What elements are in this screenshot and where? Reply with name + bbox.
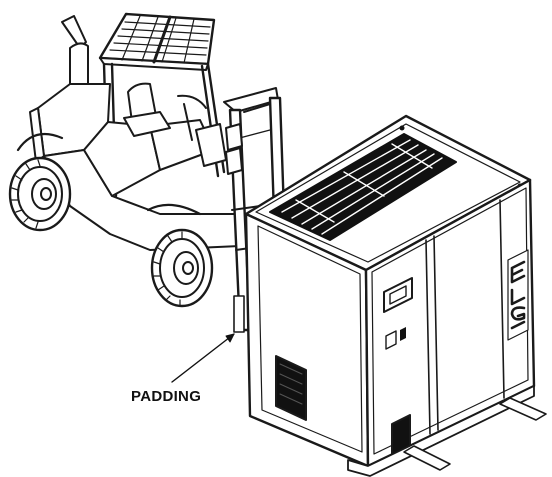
control-display <box>383 277 413 350</box>
fork-padding <box>233 295 245 333</box>
side-panel-dividers <box>425 199 505 435</box>
forklift-mast <box>223 87 286 332</box>
front-wheel <box>150 228 214 308</box>
padding-callout-label: PADDING <box>131 388 202 405</box>
top-vent-grille <box>269 133 457 241</box>
brand-mark-area <box>507 249 529 341</box>
front-lower-vent <box>275 355 307 421</box>
padding-callout-leader <box>171 333 235 383</box>
overhead-guard <box>98 12 216 71</box>
compressor <box>244 114 547 477</box>
forklift <box>8 12 286 333</box>
rear-wheel <box>8 156 72 232</box>
base-skids <box>347 385 547 477</box>
